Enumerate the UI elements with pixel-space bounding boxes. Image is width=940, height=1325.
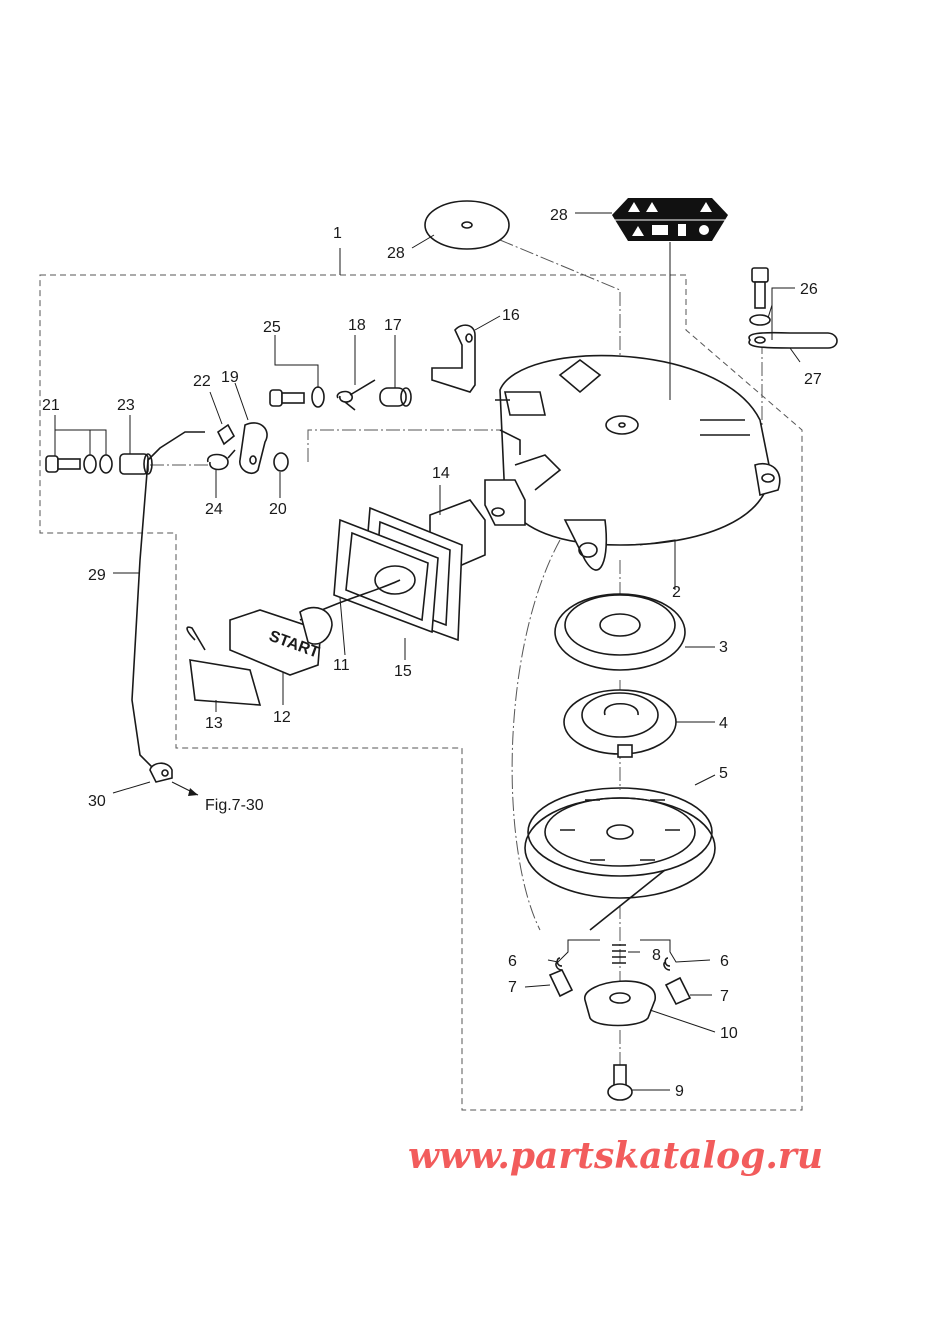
spring-18[interactable] — [336, 379, 376, 411]
bolt-21[interactable] — [45, 455, 81, 473]
callout-9: 9 — [675, 1083, 684, 1100]
callout-6-right: 6 — [720, 953, 729, 970]
bolt-26[interactable] — [751, 267, 769, 309]
stopper-19[interactable] — [239, 422, 268, 475]
handle-plate-27[interactable] — [748, 331, 838, 349]
callout-14: 14 — [432, 465, 450, 482]
bolt-9[interactable] — [607, 1064, 633, 1101]
pawl-7-right[interactable] — [664, 976, 692, 1006]
callout-21: 21 — [42, 397, 60, 414]
washer-21b[interactable] — [99, 454, 113, 474]
warning-label[interactable] — [612, 198, 728, 241]
callout-23: 23 — [117, 397, 135, 414]
callout-7-left: 7 — [508, 979, 517, 996]
callout-28-label: 28 — [550, 207, 568, 224]
starter-handle-12[interactable]: START — [229, 606, 333, 676]
leader-lines — [54, 212, 801, 1091]
callout-17: 17 — [384, 317, 402, 334]
callouts: 1 28 28 26 27 16 17 18 25 19 22 21 23 24… — [42, 207, 822, 1100]
spring-6-left[interactable] — [555, 957, 563, 971]
washer-20[interactable] — [273, 452, 289, 472]
starter-case[interactable] — [484, 354, 781, 571]
drum-3[interactable] — [554, 593, 686, 671]
fig-reference: Fig.7-30 — [205, 797, 264, 814]
callout-15: 15 — [394, 663, 412, 680]
callout-2: 2 — [672, 584, 681, 601]
callout-30: 30 — [88, 793, 106, 810]
spring-8[interactable] — [612, 944, 626, 964]
bolt-25[interactable] — [269, 389, 305, 407]
reel-5[interactable] — [524, 787, 716, 931]
pawl-7-left[interactable] — [548, 968, 574, 998]
washer-21a[interactable] — [83, 454, 97, 474]
spring-6-right[interactable] — [663, 957, 671, 971]
callout-26: 26 — [800, 281, 818, 298]
callout-27: 27 — [804, 371, 822, 388]
callout-28-round: 28 — [387, 245, 405, 262]
joint-30[interactable] — [149, 762, 173, 783]
clip-22[interactable] — [216, 423, 236, 446]
rod-29[interactable] — [131, 431, 205, 771]
callout-5: 5 — [719, 765, 728, 782]
callout-22: 22 — [193, 373, 211, 390]
watermark: www.partskatalog.ru — [408, 1135, 824, 1177]
callout-1: 1 — [333, 225, 342, 242]
callout-13: 13 — [205, 715, 223, 732]
callout-8: 8 — [652, 947, 661, 964]
callout-18: 18 — [348, 317, 366, 334]
assembly-boundary — [39, 274, 803, 1111]
spring-24[interactable] — [207, 449, 236, 471]
callout-29: 29 — [88, 567, 106, 584]
lever-16[interactable] — [431, 324, 546, 455]
plate-10[interactable] — [584, 980, 656, 1027]
callout-7-right: 7 — [720, 988, 729, 1005]
collar-17[interactable] — [379, 387, 412, 407]
callout-24: 24 — [205, 501, 223, 518]
callout-20: 20 — [269, 501, 287, 518]
callout-12: 12 — [273, 709, 291, 726]
callout-6-left: 6 — [508, 953, 517, 970]
callout-19: 19 — [221, 369, 239, 386]
seal-11[interactable] — [333, 518, 439, 634]
grip-13[interactable] — [186, 626, 262, 706]
callout-16: 16 — [502, 307, 520, 324]
callout-11: 11 — [333, 657, 350, 674]
washer-25[interactable] — [311, 386, 325, 408]
callout-10: 10 — [720, 1025, 738, 1042]
callout-3: 3 — [719, 639, 728, 656]
callout-4: 4 — [719, 715, 728, 732]
decal-round[interactable] — [424, 200, 510, 250]
callout-25: 25 — [263, 319, 281, 336]
washer-26[interactable] — [749, 314, 771, 326]
spiral-spring-4[interactable] — [563, 689, 677, 758]
